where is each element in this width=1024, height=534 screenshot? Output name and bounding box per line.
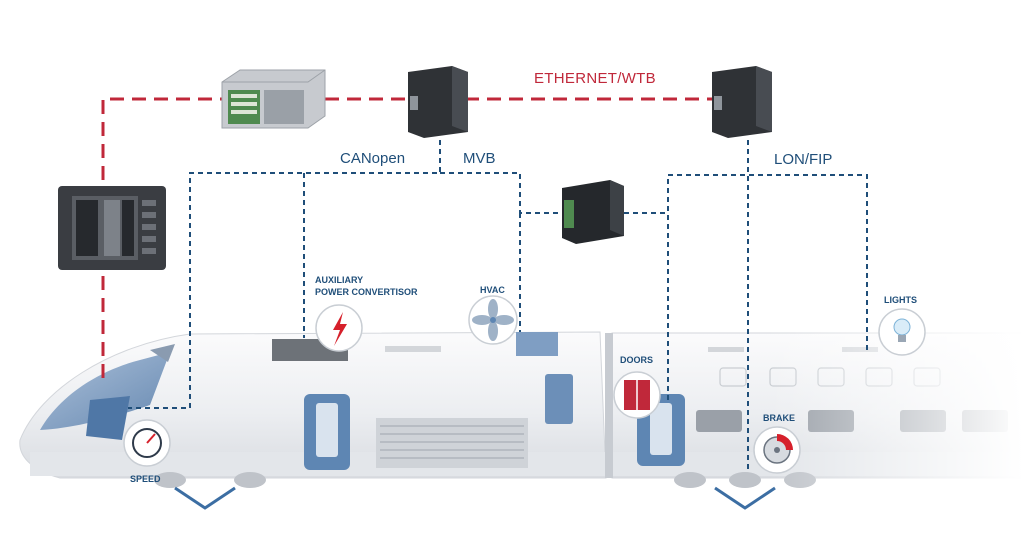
speedometer-icon xyxy=(123,419,171,467)
mvb-label: MVB xyxy=(463,150,496,167)
hvac-label: HVAC xyxy=(480,285,505,295)
speed-label: SPEED xyxy=(130,474,161,484)
bus-lines xyxy=(128,140,868,470)
auxiliary-label-line2: POWER CONVERTISOR xyxy=(315,287,418,297)
controller-rack xyxy=(221,69,326,129)
ethernet-module-left xyxy=(408,66,468,138)
auxiliary-label: AUXILIARY POWER CONVERTISOR xyxy=(315,274,418,298)
ethernet-wtb-line xyxy=(101,97,712,378)
doors-label: DOORS xyxy=(620,355,654,365)
lights-label: LIGHTS xyxy=(884,295,917,305)
ethernet-wtb-label: ETHERNET/WTB xyxy=(534,70,656,87)
auxiliary-label-line1: AUXILIARY xyxy=(315,275,364,285)
door-icon xyxy=(613,371,661,419)
light-bulb-icon xyxy=(878,308,926,356)
canopen-label: CANopen xyxy=(340,150,406,167)
gateway-module xyxy=(562,180,624,244)
lon-fip-label: LON/FIP xyxy=(774,151,833,168)
hmi-display xyxy=(58,186,166,270)
fan-icon xyxy=(468,295,518,345)
ethernet-module-right xyxy=(712,66,772,138)
lightning-icon xyxy=(315,304,363,352)
brake-disc-icon xyxy=(753,426,801,474)
brake-label: BRAKE xyxy=(763,413,796,423)
